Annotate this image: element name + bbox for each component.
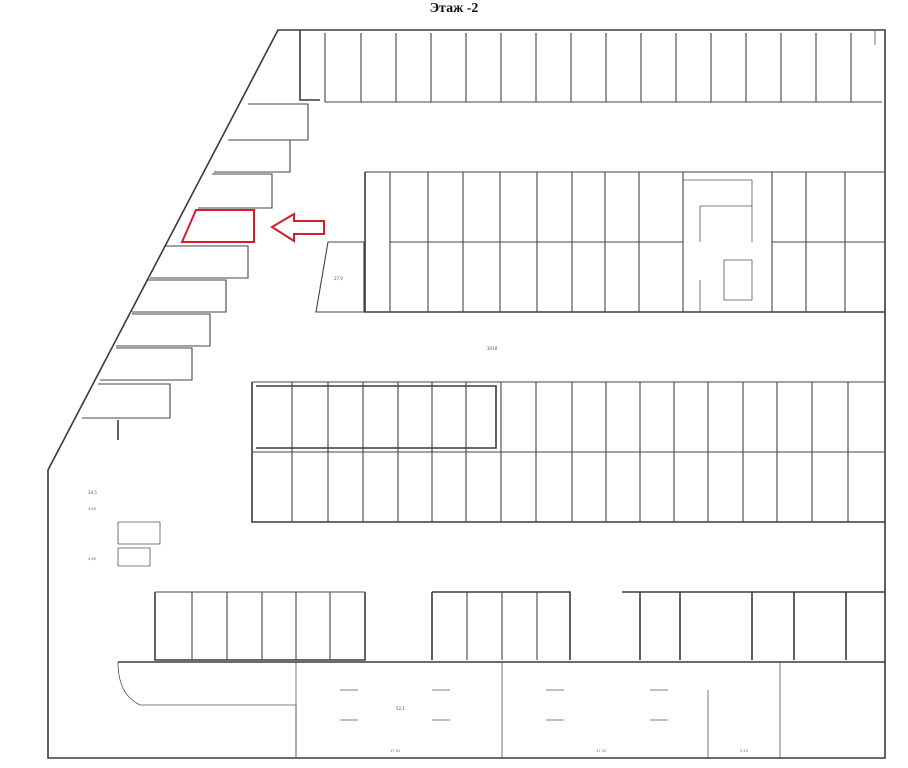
corner-area-label: 34,5: [88, 490, 97, 495]
dim-bottom-b: 17,52: [596, 749, 606, 753]
dim-bottom-a: 17,52: [390, 749, 400, 753]
outer-walls: [47, 29, 886, 759]
aisle-area-label: 3018: [487, 346, 498, 351]
highlighted-spot: [180, 209, 255, 243]
middle-lower-block: [251, 381, 885, 523]
ramp-block: [315, 241, 365, 313]
lower-middle-spots: [431, 591, 885, 660]
top-row-spots: [324, 33, 882, 103]
dim-bottom-c: 5,53: [740, 749, 748, 753]
middle-upper-block: [364, 171, 885, 313]
dim-lower-left: 4,85: [88, 557, 96, 561]
diagonal-left-spots: [82, 103, 309, 419]
floor-title: Этаж -2: [429, 1, 479, 16]
lower-left-rooms: [117, 521, 366, 661]
bottom-halls: [117, 661, 885, 758]
bottom-hall-label: 52,1: [396, 706, 405, 711]
arrow-left-icon: [270, 212, 325, 243]
ramp-area-label: 27,9: [334, 276, 343, 281]
dim-top-left: 4,65: [88, 507, 96, 511]
